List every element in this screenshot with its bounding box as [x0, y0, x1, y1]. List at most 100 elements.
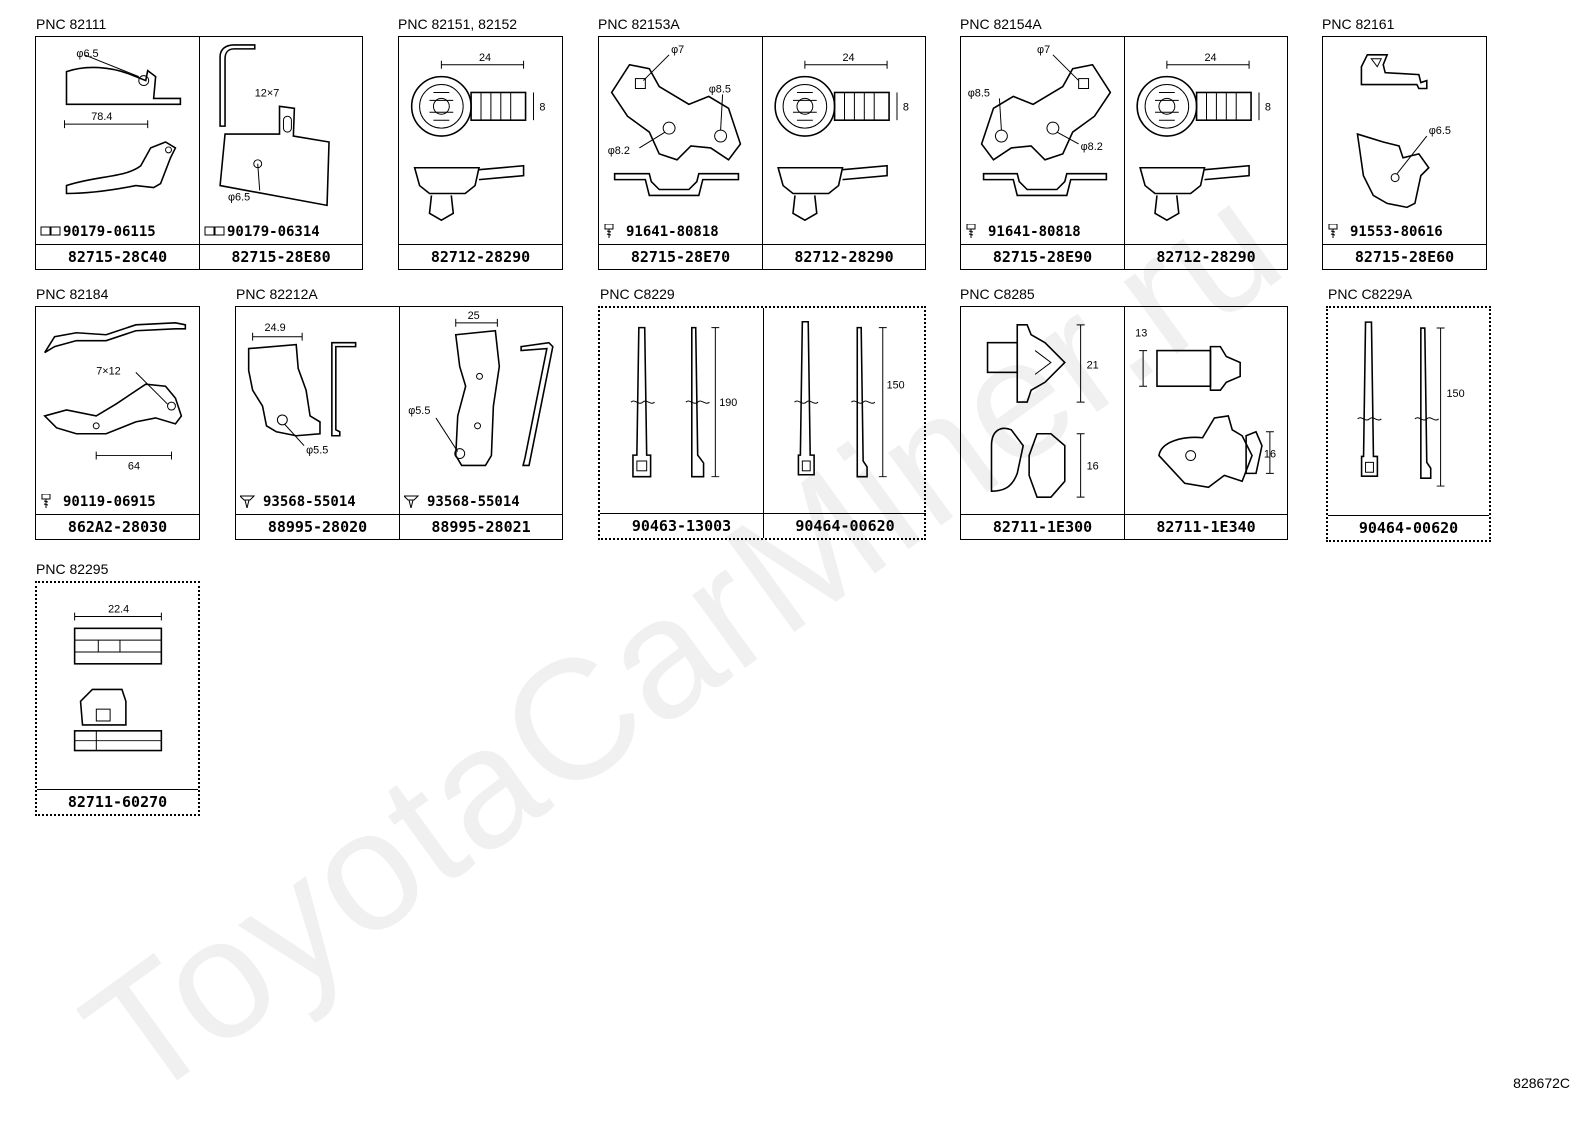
bolt-icon [604, 224, 614, 238]
dim-label: φ6.5 [1429, 125, 1451, 137]
bracket-drawing: 7×12 64 [36, 307, 199, 513]
part-number: 88995-28020 [236, 514, 399, 539]
dim-label: 150 [1447, 388, 1465, 400]
dim-label: 150 [887, 379, 905, 391]
bolt-part-number: 90119-06915 [40, 492, 197, 512]
parts-box: φ7 φ8.5 φ8.2 91641-80818 82715-28E70 [598, 36, 926, 270]
pnc-label: PNC C8285 [960, 286, 1035, 302]
dim-label: 7×12 [96, 365, 121, 377]
part-cell[interactable]: 7×12 64 90119-06915 862A2-28030 [36, 307, 199, 539]
parts-box: 21 16 82711-1E300 13 [960, 306, 1288, 540]
parts-box: 150 90464-00620 [1326, 306, 1491, 542]
bolt-part-number: 93568-55014 [404, 492, 560, 512]
screw-icon [404, 495, 420, 508]
clip-drawing: 24 8 [763, 37, 925, 243]
dim-label: φ8.2 [1081, 141, 1103, 153]
part-number: 90463-13003 [600, 513, 763, 538]
bracket-drawing: 12×7 φ6.5 [200, 37, 362, 243]
part-cell[interactable]: 24 8 82712-28290 [762, 37, 925, 269]
pnc-label: PNC 82161 [1322, 16, 1395, 32]
cable-tie-drawing: 150 [764, 308, 926, 512]
part-number: 82711-60270 [37, 789, 198, 814]
clip-drawing: 13 16 [1125, 307, 1287, 513]
bracket-drawing: 24.9 φ5.5 [236, 307, 399, 513]
pnc-label: PNC 82153A [598, 16, 680, 32]
screw-icon [240, 495, 256, 508]
cable-tie-drawing: 150 [1328, 308, 1489, 514]
part-cell[interactable]: 24 8 82712-28290 [1124, 37, 1287, 269]
part-cell[interactable]: φ7 φ8.5 φ8.2 91641-80818 82715-28E90 [961, 37, 1124, 269]
dim-label: φ5.5 [306, 445, 328, 457]
bolt-part-number: 90179-06115 [40, 222, 197, 242]
part-number: 862A2-28030 [36, 514, 199, 539]
part-number: 90464-00620 [1328, 515, 1489, 540]
dim-label: φ8.2 [608, 145, 630, 157]
part-number: 82712-28290 [763, 244, 925, 269]
part-number: 82712-28290 [399, 244, 562, 269]
nut-icon [40, 226, 61, 236]
dim-label: φ5.5 [408, 405, 430, 417]
part-number: 82715-28E80 [200, 244, 362, 269]
dim-label: 21 [1087, 359, 1099, 371]
clip-drawing: 22.4 [37, 583, 198, 788]
part-cell[interactable]: 24 8 82712-28290 [399, 37, 562, 269]
bracket-drawing: 25 φ5.5 [400, 307, 562, 513]
bolt-part-number: 91641-80818 [603, 222, 760, 242]
dim-label: 24 [843, 52, 855, 64]
dim-label: 8 [903, 101, 909, 113]
dim-label: 12×7 [255, 87, 280, 99]
part-cell[interactable]: 13 16 82711-1E340 [1124, 307, 1287, 539]
part-number: 90464-00620 [764, 513, 926, 538]
parts-box: φ6.5 91553-80616 82715-28E60 [1322, 36, 1487, 270]
dim-label: φ6.5 [228, 191, 250, 203]
part-cell[interactable]: 22.4 82711-60270 [37, 583, 198, 814]
clip-drawing: 24 8 [1125, 37, 1287, 243]
parts-box: φ6.5 78.4 90179-06115 82715-28C40 12×7 [35, 36, 363, 270]
dim-label: 25 [468, 310, 480, 322]
parts-box: 24 8 82712-28290 [398, 36, 563, 270]
dim-label: 190 [719, 397, 737, 409]
bolt-icon [966, 224, 976, 238]
part-number: 82715-28E90 [961, 244, 1124, 269]
part-number: 82711-1E340 [1125, 514, 1287, 539]
clip-drawing: 24 8 [399, 37, 562, 243]
dim-label: φ7 [1037, 44, 1050, 56]
part-cell[interactable]: φ6.5 78.4 90179-06115 82715-28C40 [36, 37, 199, 269]
bolt-icon [41, 494, 51, 508]
part-cell[interactable]: 150 90464-00620 [1328, 308, 1489, 540]
dim-label: φ6.5 [76, 48, 98, 60]
part-cell[interactable]: φ6.5 91553-80616 82715-28E60 [1323, 37, 1486, 269]
part-cell[interactable]: 150 90464-00620 [763, 308, 926, 538]
pnc-label: PNC 82151, 82152 [398, 16, 518, 32]
nut-icon [204, 226, 225, 236]
pnc-label: PNC C8229 [600, 286, 675, 302]
part-cell[interactable]: φ7 φ8.5 φ8.2 91641-80818 82715-28E70 [599, 37, 762, 269]
part-cell[interactable]: 190 90463-13003 [600, 308, 763, 538]
part-cell[interactable]: 21 16 82711-1E300 [961, 307, 1124, 539]
part-number: 82711-1E300 [961, 514, 1124, 539]
dim-label: φ8.5 [709, 83, 731, 95]
clip-drawing: 21 16 [961, 307, 1124, 513]
part-number: 82715-28C40 [36, 244, 199, 269]
bolt-part-number: 91553-80616 [1327, 222, 1484, 242]
bracket-drawing: φ6.5 [1323, 37, 1486, 243]
pnc-label: PNC 82295 [36, 561, 109, 577]
parts-box: 22.4 82711-60270 [35, 581, 200, 816]
dim-label: 24.9 [265, 322, 286, 334]
dim-label: 78.4 [91, 111, 112, 123]
dim-label: 8 [539, 101, 545, 113]
bracket-drawing: φ7 φ8.5 φ8.2 [961, 37, 1124, 243]
dim-label: 24 [479, 52, 491, 64]
dim-label: 22.4 [108, 604, 129, 616]
dim-label: φ8.5 [968, 87, 990, 99]
dim-label: 13 [1135, 328, 1147, 340]
part-cell[interactable]: 12×7 φ6.5 90179-06314 82715-28E80 [199, 37, 362, 269]
dim-label: φ7 [671, 44, 684, 56]
parts-box: 24.9 φ5.5 93568-55014 88995-28020 25 [235, 306, 563, 540]
parts-box: φ7 φ8.5 φ8.2 91641-80818 82715-28E90 [960, 36, 1288, 270]
bolt-part-number: 93568-55014 [240, 492, 397, 512]
bolt-part-number: 90179-06314 [204, 222, 360, 242]
part-cell[interactable]: 24.9 φ5.5 93568-55014 88995-28020 [236, 307, 399, 539]
pnc-label: PNC 82184 [36, 286, 109, 302]
part-cell[interactable]: 25 φ5.5 93568-55014 88995-28021 [399, 307, 562, 539]
